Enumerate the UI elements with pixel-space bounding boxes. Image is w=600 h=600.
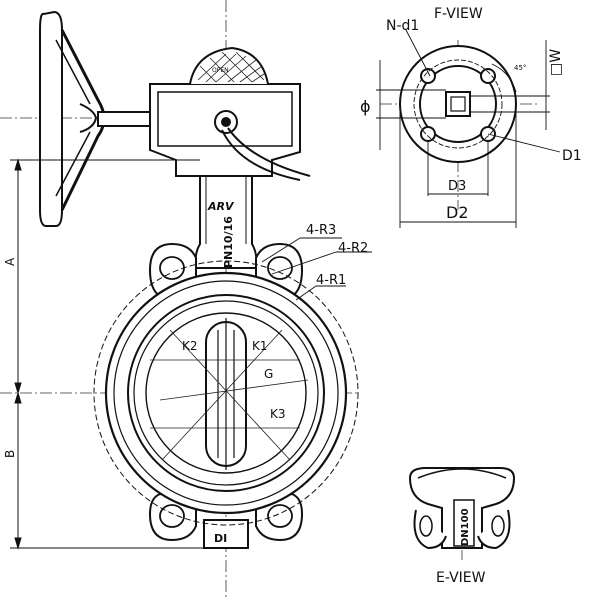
flange-outline <box>93 260 359 526</box>
f-view-d2-label: D2 <box>446 203 469 222</box>
f-view-bolt-holes <box>420 68 496 142</box>
radius-r3: 4-R3 <box>306 223 336 238</box>
pressure-marking: PN10/16 <box>222 216 235 268</box>
f-view-dimensions <box>376 29 561 228</box>
handwheel <box>39 10 155 227</box>
label-k3: K3 <box>270 407 286 421</box>
height-dimensions <box>10 158 204 550</box>
brand-marking: ARV <box>207 200 235 213</box>
disc-dimension-lines <box>150 329 309 461</box>
label-k1: K1 <box>252 339 268 353</box>
f-view-square-label: □W <box>548 49 564 76</box>
e-view-marking: DN100 <box>460 508 471 546</box>
f-view-bolt-circle <box>413 59 503 149</box>
gearbox-dial-pattern <box>197 51 265 83</box>
label-g: G <box>264 367 273 381</box>
f-view-d3-label: D3 <box>448 179 466 194</box>
gearbox-dial-text: OPEN <box>212 67 229 74</box>
dimension-a: A <box>3 257 17 266</box>
bottom-marking: DI <box>214 532 227 545</box>
e-view-title: E-VIEW <box>436 570 486 586</box>
f-view-diameter-label: ϕ <box>360 97 371 116</box>
f-view-title: F-VIEW <box>434 6 483 22</box>
radius-r2: 4-R2 <box>338 241 368 256</box>
f-view-angle-label: 45° <box>514 64 526 72</box>
dimension-b: B <box>3 450 17 458</box>
f-view-flange <box>399 45 517 163</box>
radius-leaders <box>261 237 372 301</box>
radius-r1: 4-R1 <box>316 273 346 288</box>
e-view-body <box>408 467 516 550</box>
label-k2: K2 <box>182 339 198 353</box>
f-view-d1-label: D1 <box>562 148 582 164</box>
f-view-bolt-holes-label: N-d1 <box>386 18 419 34</box>
valve-disc <box>205 318 247 470</box>
gearbox <box>149 46 311 181</box>
